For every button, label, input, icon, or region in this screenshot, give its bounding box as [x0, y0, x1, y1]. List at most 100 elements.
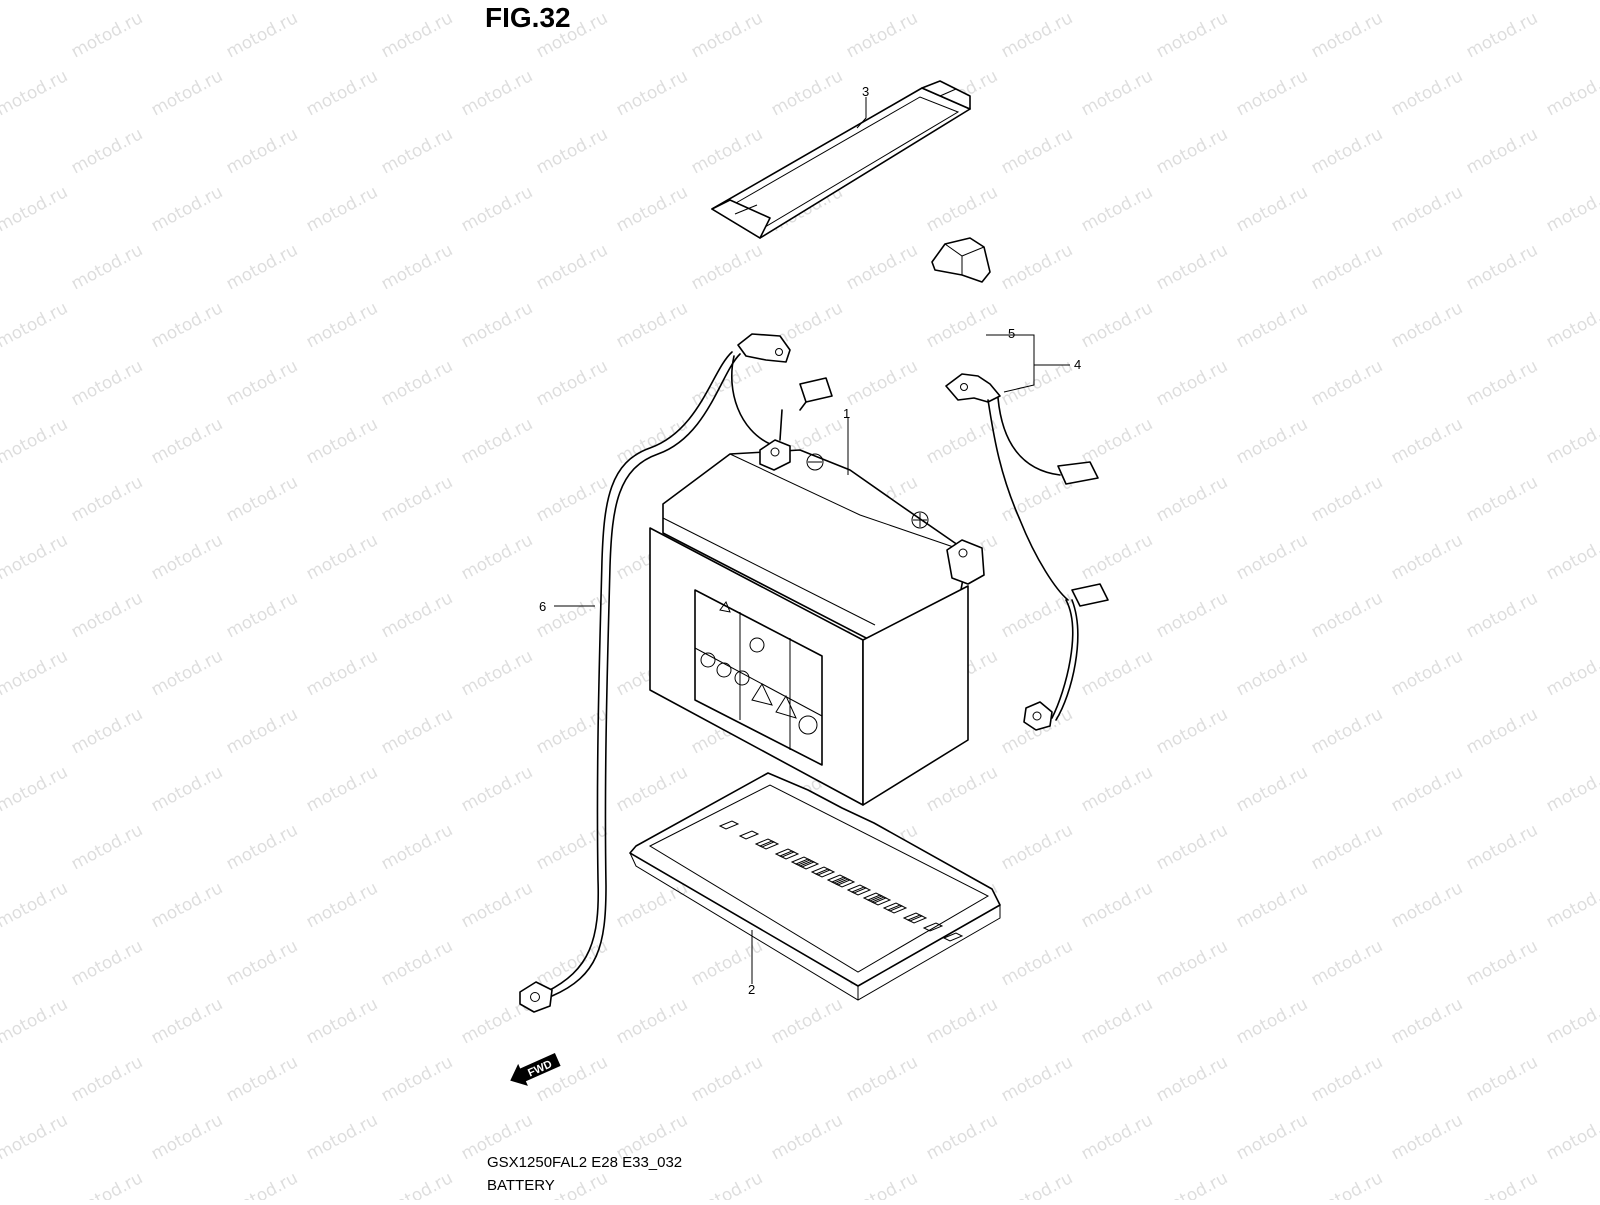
watermark-text: motod.ru [843, 240, 921, 294]
watermark-text: motod.ru [1233, 530, 1311, 584]
watermark-text: motod.ru [1388, 182, 1466, 236]
watermark-text: motod.ru [533, 124, 611, 178]
watermark-text: motod.ru [0, 530, 71, 584]
watermark-text: motod.ru [1078, 878, 1156, 932]
callout-6: 6 [539, 599, 546, 614]
watermark-text: motod.ru [458, 182, 536, 236]
watermark-text: motod.ru [688, 8, 766, 62]
watermark-text: motod.ru [1153, 472, 1231, 526]
watermark-text: motod.ru [923, 414, 1001, 468]
watermark-text: motod.ru [0, 182, 71, 236]
watermark-text: motod.ru [148, 298, 226, 352]
watermark-text: motod.ru [223, 124, 301, 178]
watermark-text: motod.ru [1078, 646, 1156, 700]
watermark-text: motod.ru [1078, 182, 1156, 236]
tray-slot [758, 840, 780, 850]
watermark-text: motod.ru [1388, 994, 1466, 1048]
watermark-text: motod.ru [1153, 8, 1231, 62]
watermark-text: motod.ru [223, 472, 301, 526]
watermark-text: motod.ru [223, 820, 301, 874]
watermark-text: motod.ru [1543, 414, 1600, 468]
watermark-text: motod.ru [688, 1168, 766, 1200]
tray-slot [886, 904, 908, 914]
watermark-text: motod.ru [303, 646, 381, 700]
watermark-text: motod.ru [613, 0, 691, 4]
watermark-text: motod.ru [768, 0, 846, 4]
watermark-text: motod.ru [303, 0, 381, 4]
watermark-text: motod.ru [378, 8, 456, 62]
watermark-text: motod.ru [843, 1052, 921, 1106]
watermark-text: motod.ru [1233, 414, 1311, 468]
watermark-text: motod.ru [533, 472, 611, 526]
callout-1: 1 [843, 406, 850, 421]
watermark-text: motod.ru [68, 356, 146, 410]
fwd-label: FWD [526, 1058, 554, 1079]
watermark-text: motod.ru [68, 936, 146, 990]
watermark-text: motod.ru [1233, 0, 1311, 4]
watermark-text: motod.ru [1078, 414, 1156, 468]
watermark-text: motod.ru [1388, 1110, 1466, 1164]
figure-title: FIG.32 [485, 2, 571, 33]
watermark-text: motod.ru [768, 994, 846, 1048]
watermark-text: motod.ru [0, 66, 71, 120]
watermark-text: motod.ru [613, 994, 691, 1048]
tray-slot [778, 850, 800, 860]
watermark-text: motod.ru [1153, 1168, 1231, 1200]
watermark-text: motod.ru [1463, 124, 1541, 178]
watermark-text: motod.ru [998, 936, 1076, 990]
watermark-text: motod.ru [1233, 994, 1311, 1048]
watermark-text: motod.ru [768, 66, 846, 120]
watermark-text: motod.ru [1388, 0, 1466, 4]
tray-slot [834, 878, 856, 888]
watermark-text: motod.ru [148, 762, 226, 816]
watermark-text: motod.ru [1388, 298, 1466, 352]
watermark-text: motod.ru [1543, 298, 1600, 352]
watermark-text: motod.ru [1308, 704, 1386, 758]
watermark-text: motod.ru [843, 356, 921, 410]
watermark-text: motod.ru [68, 472, 146, 526]
watermark-text: motod.ru [68, 1168, 146, 1200]
watermark-text: motod.ru [1153, 356, 1231, 410]
callout-2: 2 [748, 982, 755, 997]
watermark-text: motod.ru [303, 878, 381, 932]
watermark-text: motod.ru [378, 936, 456, 990]
watermark-text: motod.ru [1543, 66, 1600, 120]
watermark-text: motod.ru [923, 762, 1001, 816]
watermark-text: motod.ru [1463, 820, 1541, 874]
watermark-text: motod.ru [378, 240, 456, 294]
watermark-text: motod.ru [1463, 1052, 1541, 1106]
watermark-text: motod.ru [148, 66, 226, 120]
watermark-text: motod.ru [533, 704, 611, 758]
figure-name: BATTERY [487, 1177, 555, 1194]
watermark-text: motod.ru [1543, 878, 1600, 932]
watermark-text: motod.ru [613, 762, 691, 816]
watermark-text: motod.ru [0, 878, 71, 932]
watermark-text: motod.ru [1463, 936, 1541, 990]
watermark-text: motod.ru [68, 8, 146, 62]
callout-4: 4 [1074, 357, 1081, 372]
watermark-text: motod.ru [148, 878, 226, 932]
battery-strap [711, 80, 971, 239]
watermark-text: motod.ru [223, 1168, 301, 1200]
watermark-text: motod.ru [998, 820, 1076, 874]
watermark-text: motod.ru [148, 182, 226, 236]
watermark-text: motod.ru [998, 356, 1076, 410]
watermark-text: motod.ru [378, 1052, 456, 1106]
watermark-text: motod.ru [378, 472, 456, 526]
watermark-text: motod.ru [1463, 472, 1541, 526]
watermark-text: motod.ru [68, 704, 146, 758]
watermark-text: motod.ru [1463, 1168, 1541, 1200]
watermark-text: motod.ru [1308, 1052, 1386, 1106]
watermark-text: motod.ru [1388, 530, 1466, 584]
watermark-text: motod.ru [923, 298, 1001, 352]
watermark-text: motod.ru [458, 298, 536, 352]
watermark-text: motod.ru [533, 820, 611, 874]
watermark-text: motod.ru [688, 356, 766, 410]
watermark-text: motod.ru [1388, 414, 1466, 468]
watermark-text: motod.ru [1078, 994, 1156, 1048]
watermark-text: motod.ru [1543, 994, 1600, 1048]
watermark-text: motod.ru [1308, 8, 1386, 62]
watermark-text: motod.ru [1233, 298, 1311, 352]
watermark-text: motod.ru [998, 124, 1076, 178]
